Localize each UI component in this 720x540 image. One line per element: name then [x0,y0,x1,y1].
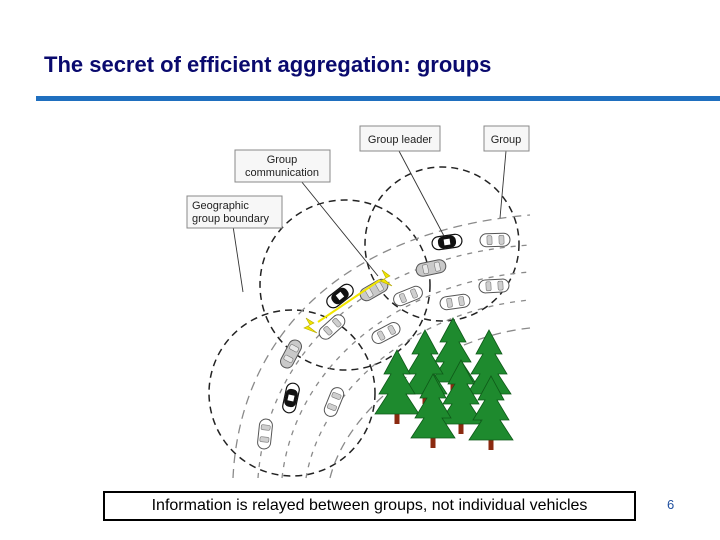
signal-bolt-lower [303,317,318,334]
label-group-communication-2: communication [245,167,319,179]
communication-signals [303,269,393,334]
vehicle-upper-1 [479,232,511,248]
road-edge-outer [232,214,531,479]
caption-text: Information is relayed between groups, n… [151,497,588,514]
title-rule [36,96,720,101]
label-geographic-boundary-1: Geographic [192,200,249,212]
leader-line-geographic-boundary [232,225,244,293]
vehicle-lower-3 [321,385,347,419]
vehicle-lower-1 [277,337,305,371]
vehicle-groups-diagram: Group leader Group Group communication G… [186,125,531,479]
vehicle-lower-2 [256,417,274,451]
leader-line-group-leader [398,150,445,237]
vehicle-leader-lower [280,381,302,415]
group-circle-middle [259,199,431,371]
label-geographic-boundary-2: group boundary [192,213,270,225]
caption-box: Information is relayed between groups, n… [103,491,636,521]
label-group-communication-1: Group [267,154,298,166]
label-group-leader: Group leader [368,134,433,146]
road-lane-3 [281,271,531,479]
group-boundaries [208,166,520,477]
vehicle-middle-2 [391,283,425,309]
slide-title: The secret of efficient aggregation: gro… [44,52,492,77]
vehicle-middle-4 [369,319,403,347]
callout-group-communication: Group communication [234,149,331,183]
leader-line-group [499,150,507,219]
forest [374,317,514,451]
page-number: 6 [667,497,675,512]
road-lane-4 [305,299,531,479]
callout-geographic-boundary: Geographic group boundary [186,195,283,229]
road-lane-2 [257,244,531,479]
callout-group: Group [483,125,530,152]
group-circle-lower [208,309,376,477]
vehicle-upper-3 [478,278,510,294]
label-group: Group [491,134,522,146]
vehicle-leader-upper [430,232,464,252]
signal-link [317,279,381,323]
vehicle-upper-4 [438,292,472,312]
group-circle-upper [364,166,520,322]
callout-lines [232,150,507,293]
signal-bolt-upper [379,269,393,287]
callout-group-leader: Group leader [359,125,441,152]
leader-line-group-communication [300,180,379,277]
vehicle-upper-2 [414,258,448,278]
